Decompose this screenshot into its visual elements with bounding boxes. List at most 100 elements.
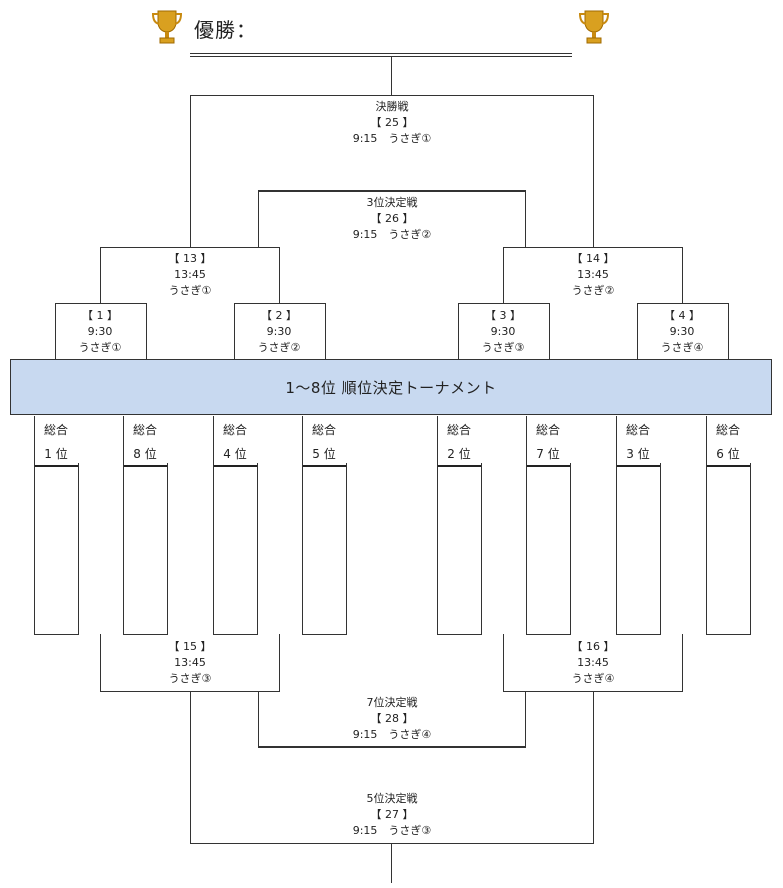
match-16: 【 16 】 13:45 うさぎ④ <box>558 639 628 687</box>
bracket-line <box>190 95 594 96</box>
bracket-line <box>258 746 526 748</box>
match-number: 【 28 】 <box>370 712 414 725</box>
match-title: 7位決定戦 <box>366 696 418 709</box>
slot-line <box>123 416 124 634</box>
rank-value: 6 位 <box>706 443 750 467</box>
slot-line <box>167 463 168 634</box>
slot-line <box>302 634 347 635</box>
bracket-line <box>525 691 526 747</box>
match-final: 決勝戦 【 25 】 9:15 うさぎ① <box>340 99 444 147</box>
rank-label: 総合 <box>43 423 68 437</box>
rank-value: 2 位 <box>437 443 481 467</box>
match-court: うさぎ④ <box>660 341 704 354</box>
match-time: 13:45 <box>577 656 609 669</box>
rank-label: 総合 <box>715 423 740 437</box>
match-fifth: 5位決定戦 【 27 】 9:15 うさぎ③ <box>340 791 444 839</box>
match-13: 【 13 】 13:45 うさぎ① <box>155 251 225 299</box>
page-title: 優勝： <box>194 18 257 42</box>
slot-line <box>346 463 347 634</box>
rank-label: 総合 <box>222 423 247 437</box>
match-court: うさぎ③ <box>481 341 525 354</box>
bracket-line <box>190 843 594 844</box>
slot-line <box>257 463 258 634</box>
match-number: 【 26 】 <box>370 212 414 225</box>
slot-line <box>78 463 79 634</box>
bracket-line <box>258 190 526 192</box>
match-number: 【 27 】 <box>370 808 414 821</box>
match-time: 9:30 <box>490 325 516 338</box>
slot-line <box>213 634 258 635</box>
match-seventh: 7位決定戦 【 28 】 9:15 うさぎ④ <box>340 695 444 743</box>
bracket-line <box>279 634 280 691</box>
bracket-line <box>100 247 101 303</box>
match-14: 【 14 】 13:45 うさぎ② <box>558 251 628 299</box>
rank-slot: 総合 5 位 <box>302 417 346 467</box>
bracket-line <box>190 691 191 843</box>
match-15: 【 15 】 13:45 うさぎ③ <box>155 639 225 687</box>
match-number: 【 4 】 <box>664 309 700 322</box>
match-info: 9:15 うさぎ① <box>352 132 432 145</box>
slot-line <box>481 463 482 634</box>
match-4: 【 4 】 9:30 うさぎ④ <box>644 308 720 356</box>
match-court: うさぎ③ <box>168 672 212 685</box>
match-time: 9:30 <box>669 325 695 338</box>
rank-label: 総合 <box>535 423 560 437</box>
match-info: 9:15 うさぎ② <box>352 228 432 241</box>
slot-line <box>34 634 79 635</box>
match-title: 3位決定戦 <box>366 196 418 209</box>
bracket-line <box>391 843 392 883</box>
rank-value: 1 位 <box>34 443 78 467</box>
match-number: 【 2 】 <box>261 309 297 322</box>
slot-line <box>570 463 571 634</box>
match-number: 【 16 】 <box>571 640 615 653</box>
rank-slot: 総合 6 位 <box>706 417 750 467</box>
rank-value: 8 位 <box>123 443 167 467</box>
match-box-1 <box>55 303 147 360</box>
match-box-3 <box>458 303 550 360</box>
bracket-line <box>593 691 594 843</box>
bracket-line <box>593 95 594 247</box>
bracket-line <box>503 634 504 691</box>
bracket-line <box>391 57 392 95</box>
rank-slot: 総合 8 位 <box>123 417 167 467</box>
slot-line <box>437 416 438 634</box>
match-1: 【 1 】 9:30 うさぎ① <box>62 308 138 356</box>
winner-line <box>190 53 572 54</box>
rank-label: 総合 <box>311 423 336 437</box>
rank-slot: 総合 1 位 <box>34 417 78 467</box>
bracket-line <box>682 634 683 691</box>
rank-label: 総合 <box>132 423 157 437</box>
match-2: 【 2 】 9:30 うさぎ② <box>241 308 317 356</box>
slot-line <box>526 634 571 635</box>
slot-line <box>706 634 751 635</box>
bracket-line <box>258 190 259 247</box>
slot-line <box>302 416 303 634</box>
winner-line <box>190 56 572 57</box>
match-number: 【 25 】 <box>370 116 414 129</box>
slot-line <box>616 416 617 634</box>
match-number: 【 13 】 <box>168 252 212 265</box>
rank-label: 総合 <box>625 423 650 437</box>
rank-slot: 総合 4 位 <box>213 417 257 467</box>
slot-line <box>660 463 661 634</box>
bracket-line <box>258 691 259 747</box>
trophy-icon <box>151 10 183 44</box>
rank-value: 3 位 <box>616 443 660 467</box>
match-3: 【 3 】 9:30 うさぎ③ <box>465 308 541 356</box>
bracket-line <box>503 247 683 248</box>
match-time: 9:30 <box>87 325 113 338</box>
bracket-line <box>190 95 191 247</box>
match-time: 9:30 <box>266 325 292 338</box>
match-info: 9:15 うさぎ④ <box>352 728 432 741</box>
match-number: 【 15 】 <box>168 640 212 653</box>
bracket-line <box>279 247 280 303</box>
slot-line <box>437 634 482 635</box>
match-court: うさぎ② <box>571 284 615 297</box>
match-box-2 <box>234 303 326 360</box>
rank-slot: 総合 3 位 <box>616 417 660 467</box>
rank-value: 4 位 <box>213 443 257 467</box>
rank-value: 5 位 <box>302 443 346 467</box>
match-number: 【 1 】 <box>82 309 118 322</box>
bracket-line <box>100 247 280 248</box>
